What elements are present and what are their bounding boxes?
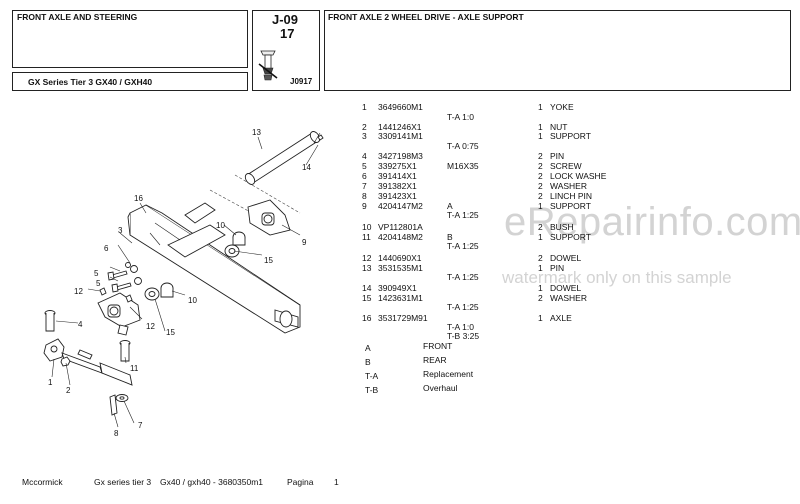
section-title-box [12, 10, 248, 68]
callout-11: 11 [130, 364, 139, 373]
dowel-12 [99, 287, 133, 303]
pin-4-left [44, 310, 56, 332]
page-number: 17 [280, 26, 295, 41]
callout-13: 13 [252, 128, 261, 137]
callout-16: 16 [134, 194, 143, 203]
support-9 [247, 199, 291, 236]
legend-code: B [365, 357, 371, 367]
callout-1: 1 [48, 378, 53, 387]
legend-meaning: REAR [423, 355, 447, 365]
callout-5a: 5 [94, 269, 99, 278]
axle-16 [127, 202, 301, 334]
callout-4: 4 [78, 320, 83, 329]
ref-code: J0917 [290, 77, 313, 86]
group-title: FRONT AXLE 2 WHEEL DRIVE - AXLE SUPPORT [328, 12, 524, 22]
callout-9: 9 [302, 238, 307, 247]
washer-7-small [125, 262, 131, 268]
list-note: T-A 1:0 [447, 112, 474, 122]
legend-meaning: Replacement [423, 369, 474, 379]
callout-14: 14 [302, 163, 311, 172]
bush-10-lower [160, 282, 174, 298]
group-title-box [324, 10, 791, 91]
legend-code: A [365, 343, 371, 353]
list-note: T-A 1:25 [447, 272, 479, 282]
footer-model: Gx40 / gxh40 - 3680350m1 [160, 477, 264, 487]
washer-15-upper [224, 244, 240, 258]
legend-meaning: Overhaul [423, 383, 458, 393]
callout-12b: 12 [146, 322, 155, 331]
callout-8: 8 [114, 429, 119, 438]
exploded-diagram: 13 14 16 3 6 10 15 9 5 5 12 12 10 15 4 1… [43, 128, 324, 438]
pin-icon [258, 50, 278, 81]
screw-5 [107, 270, 132, 293]
washer-6 [130, 265, 142, 285]
series-box [12, 72, 248, 91]
list-note: T-A 1:25 [447, 241, 479, 251]
callout-7: 7 [138, 421, 143, 430]
legend-code: T-A [365, 371, 379, 381]
watermark-note: watermark only on this sample [502, 268, 732, 287]
callout-15b: 15 [166, 328, 175, 337]
legend-meaning: FRONT [423, 341, 453, 351]
washer-7 [115, 394, 129, 402]
callout-3: 3 [118, 226, 123, 235]
callout-6: 6 [104, 244, 109, 253]
callout-5b: 5 [96, 279, 101, 288]
footer-series: Gx series tier 3 [94, 477, 152, 487]
list-note: T-B 3:25 [447, 331, 480, 341]
callout-2: 2 [66, 386, 71, 395]
washer-15-lower [144, 287, 160, 301]
support-11 [97, 292, 141, 336]
watermark-site: eRepairinfo.com [504, 200, 800, 244]
callout-12a: 12 [74, 287, 83, 296]
footer-brand: Mccormick [22, 477, 63, 487]
callout-10a: 10 [216, 221, 225, 230]
footer-page-num: 1 [334, 477, 339, 487]
pin-4-right [119, 340, 131, 362]
page-code-box [252, 10, 320, 91]
pin-13 [244, 131, 321, 185]
series-label: GX Series Tier 3 GX40 / GXH40 [28, 77, 153, 87]
bush-10-upper [232, 231, 246, 246]
section-title: FRONT AXLE AND STEERING [17, 12, 138, 22]
nut-2 [60, 356, 71, 367]
list-note: T-A 1:25 [447, 210, 479, 220]
linch-pin-8 [109, 394, 118, 416]
list-note: T-A 1:0 [447, 322, 474, 332]
yoke-1 [43, 338, 133, 386]
footer-page-label: Pagina [287, 477, 314, 487]
dowel-14 [313, 132, 324, 144]
list-note: T-A 1:25 [447, 302, 479, 312]
page-code: J-09 [272, 12, 299, 27]
callout-10b: 10 [188, 296, 197, 305]
callout-15a: 15 [264, 256, 273, 265]
legend-code: T-B [365, 385, 379, 395]
list-note: T-A 0:75 [447, 141, 479, 151]
